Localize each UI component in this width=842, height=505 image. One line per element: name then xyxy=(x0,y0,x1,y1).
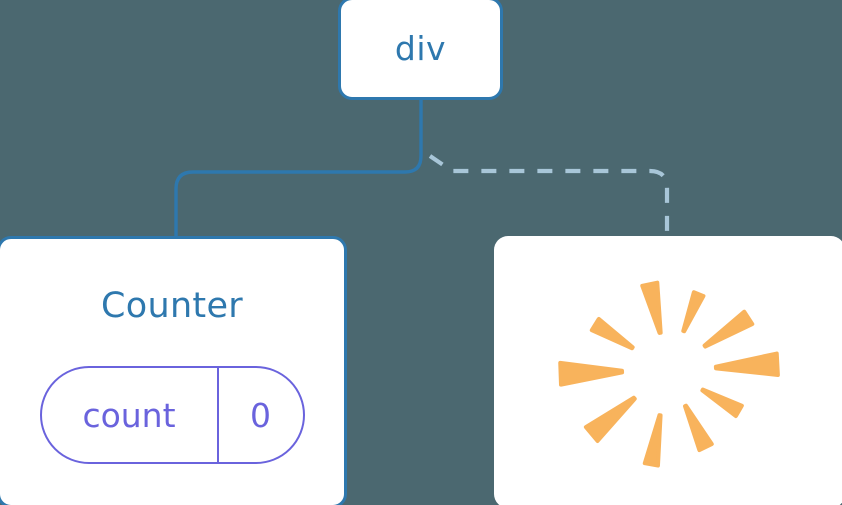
edge-root-to-pending xyxy=(428,154,670,240)
burst-ray-3 xyxy=(702,309,755,349)
burst-ray-1 xyxy=(640,280,663,335)
burst-ray-5 xyxy=(700,387,744,419)
burst-ray-10 xyxy=(589,316,635,351)
state-pill[interactable]: count 0 xyxy=(39,366,305,464)
node-root-label: div xyxy=(394,29,447,68)
node-root-div[interactable]: div xyxy=(338,0,503,100)
burst-ray-8 xyxy=(583,395,637,443)
state-key: count xyxy=(42,368,219,462)
burst-ray-7 xyxy=(642,413,663,468)
edge-root-to-counter xyxy=(174,98,423,242)
burst-ray-4 xyxy=(713,351,780,377)
loading-burst-icon xyxy=(558,280,780,468)
burst-ray-9 xyxy=(558,360,625,387)
node-pending-card[interactable] xyxy=(494,236,842,505)
state-value: 0 xyxy=(250,395,271,435)
node-counter-card[interactable]: Counter count 0 xyxy=(0,236,347,505)
burst-ray-6 xyxy=(683,403,714,453)
burst-ray-2 xyxy=(681,290,706,334)
node-counter-title: Counter xyxy=(101,286,243,326)
